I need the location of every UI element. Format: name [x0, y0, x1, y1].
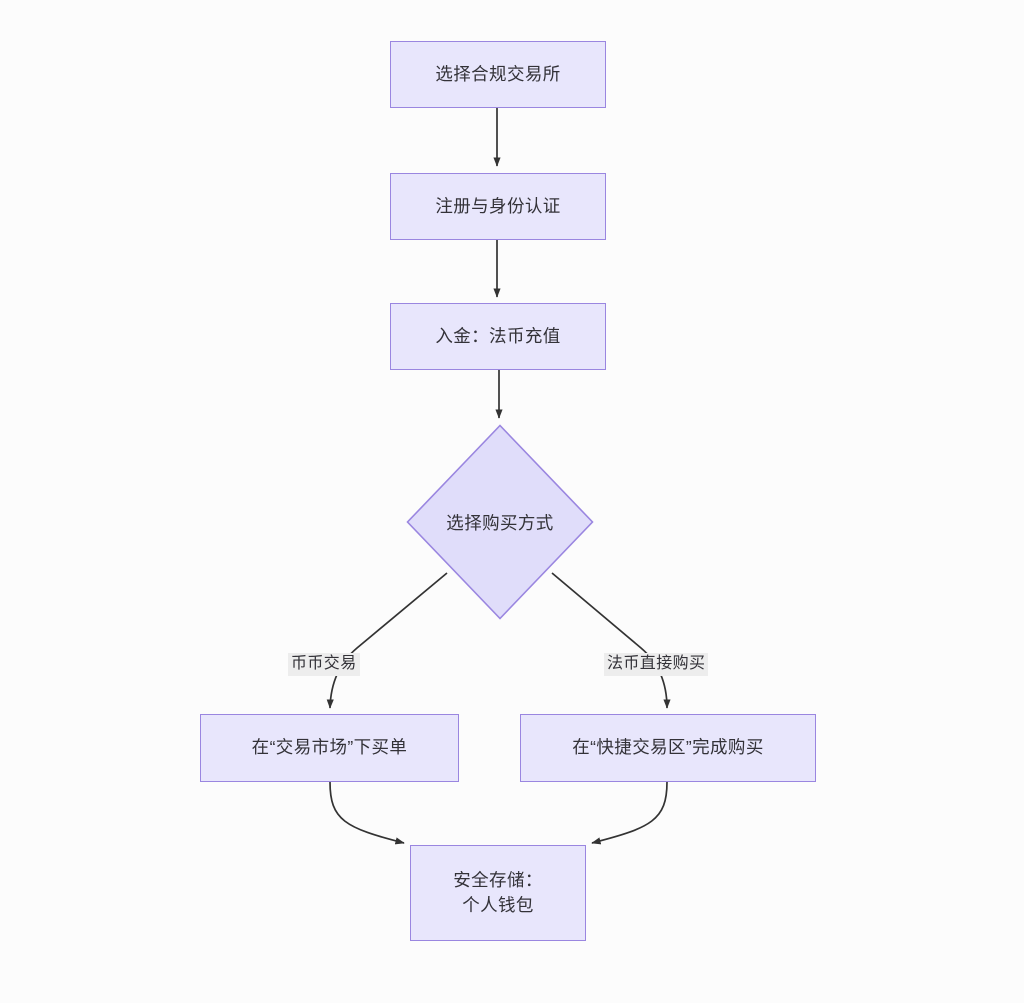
node-label: 选择购买方式 [446, 512, 554, 533]
diamond-shape [406, 424, 594, 620]
node-label: 入金：法币充值 [435, 325, 561, 346]
edge-label-right-branch: 法币直接购买 [604, 653, 709, 676]
edge-label-text: 币币交易 [291, 655, 357, 672]
node-label: 在“快捷交易区”完成购买 [572, 737, 764, 758]
node-label: 选择合规交易所 [435, 63, 561, 84]
node-select-exchange[interactable]: 选择合规交易所 [390, 41, 606, 108]
edge-n5-n7 [329, 781, 405, 845]
node-register-kyc[interactable]: 注册与身份认证 [390, 173, 606, 240]
edge-label-text: 法币直接购买 [607, 655, 706, 672]
node-spot-market-order[interactable]: 在“交易市场”下买单 [200, 714, 459, 782]
node-express-zone-purchase[interactable]: 在“快捷交易区”完成购买 [520, 714, 816, 782]
node-label-wrapper: 选择购买方式 [406, 424, 594, 620]
node-label: 安全存储： 个人钱包 [453, 869, 543, 915]
node-label: 在“交易市场”下买单 [251, 737, 408, 758]
node-deposit-fiat[interactable]: 入金：法币充值 [390, 303, 606, 370]
node-choose-purchase-method[interactable]: 选择购买方式 [406, 424, 594, 620]
node-label: 注册与身份认证 [435, 195, 561, 216]
node-secure-storage-wallet[interactable]: 安全存储： 个人钱包 [410, 845, 586, 941]
edge-n6-n7 [591, 781, 668, 845]
edge-label-left-branch: 币币交易 [288, 653, 360, 676]
